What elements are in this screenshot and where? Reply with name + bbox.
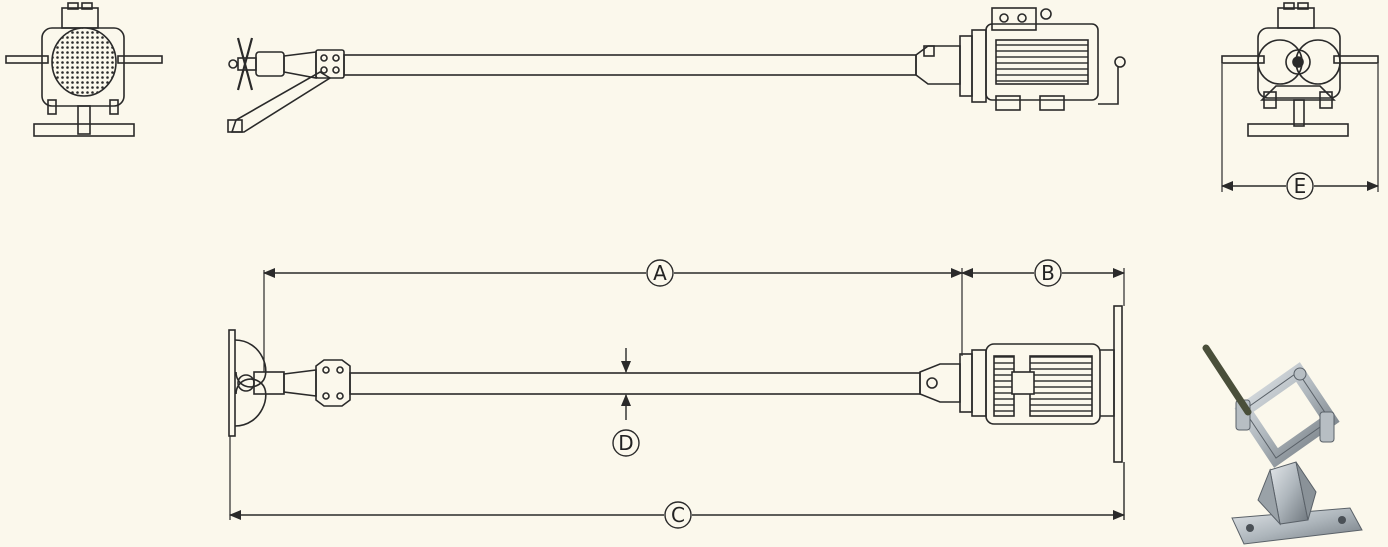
front-view-base <box>33 123 135 137</box>
dimension-a: A <box>263 259 963 372</box>
plan-view-mounting-plate <box>1113 305 1123 463</box>
side-view-hub <box>255 51 285 77</box>
plan-view-hub <box>253 371 285 395</box>
dimension-b-label: B <box>1041 261 1055 285</box>
front-view-right-bar <box>117 55 163 64</box>
rear-view-terminal-box <box>1277 7 1315 29</box>
side-view-clamp <box>315 49 345 79</box>
plan-view-lantern <box>919 363 961 403</box>
side-view-flange <box>959 35 973 97</box>
plan-view-logo-plate <box>1011 371 1035 395</box>
dimension-e: E <box>1221 64 1379 200</box>
plan-view <box>228 305 1123 463</box>
plan-view-clamp <box>315 359 351 407</box>
dimension-c: C <box>229 436 1125 529</box>
front-view-fan-grille <box>51 27 117 97</box>
front-view-terminal-box <box>61 7 99 29</box>
side-view-support-arm <box>230 71 332 133</box>
dimension-e-label: E <box>1294 174 1307 198</box>
side-view-lantern <box>915 45 961 85</box>
plan-view-propeller-edge <box>228 329 236 437</box>
side-view-terminal-box <box>991 7 1037 31</box>
side-view-motor <box>985 23 1099 101</box>
side-view-propeller <box>236 37 254 91</box>
mounting-bracket-photo <box>1202 344 1363 545</box>
dimension-c-label: C <box>671 503 685 527</box>
bracket-handle <box>1202 344 1252 416</box>
dimension-b: B <box>961 259 1125 306</box>
plan-view-motor <box>985 343 1101 425</box>
dimension-d-label: D <box>618 431 633 455</box>
rear-view <box>1221 2 1379 137</box>
side-view-shaft <box>343 54 917 76</box>
dimension-d: D <box>612 348 640 457</box>
plan-view-flange <box>959 353 973 413</box>
rear-view-shaft-end <box>1285 49 1311 75</box>
side-view <box>227 7 1126 133</box>
dimension-a-label: A <box>653 261 667 285</box>
front-view <box>5 2 163 137</box>
rear-view-base <box>1247 123 1349 137</box>
front-view-left-bar <box>5 55 49 64</box>
plan-view-shaft <box>349 372 921 395</box>
